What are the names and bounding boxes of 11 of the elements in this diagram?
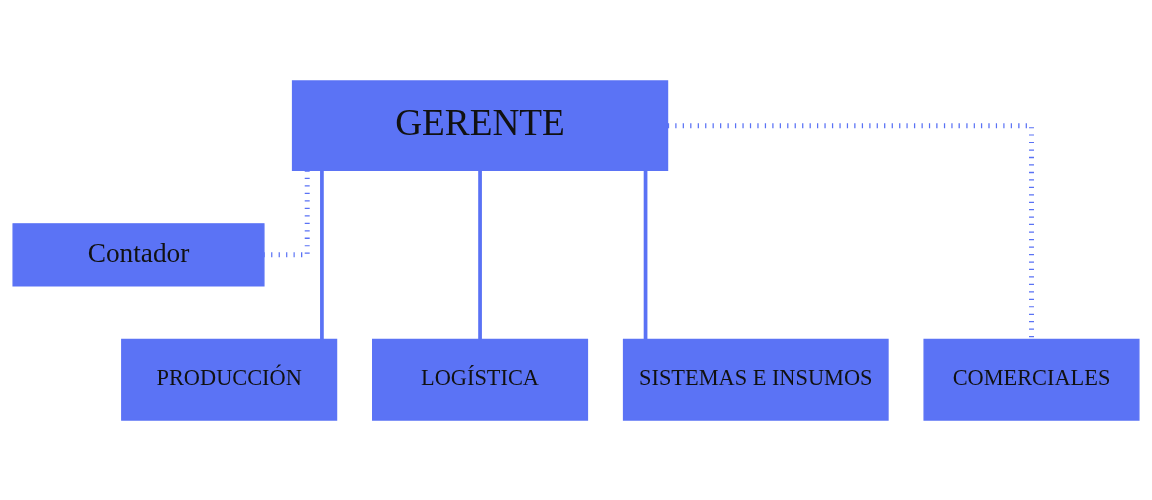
connector [264, 170, 310, 257]
connector [643, 170, 648, 339]
node-box: GERENTE [291, 79, 669, 171]
node-box: Contador [12, 222, 265, 286]
node-box: SISTEMAS E INSUMOS [622, 338, 889, 421]
connector [667, 122, 1034, 339]
connector [478, 170, 482, 339]
node-box: PRODUCCIÓN [121, 338, 338, 421]
node-box: COMERCIALES [923, 338, 1140, 421]
node-box: LOGÍSTICA [372, 338, 589, 421]
connector [320, 170, 324, 339]
